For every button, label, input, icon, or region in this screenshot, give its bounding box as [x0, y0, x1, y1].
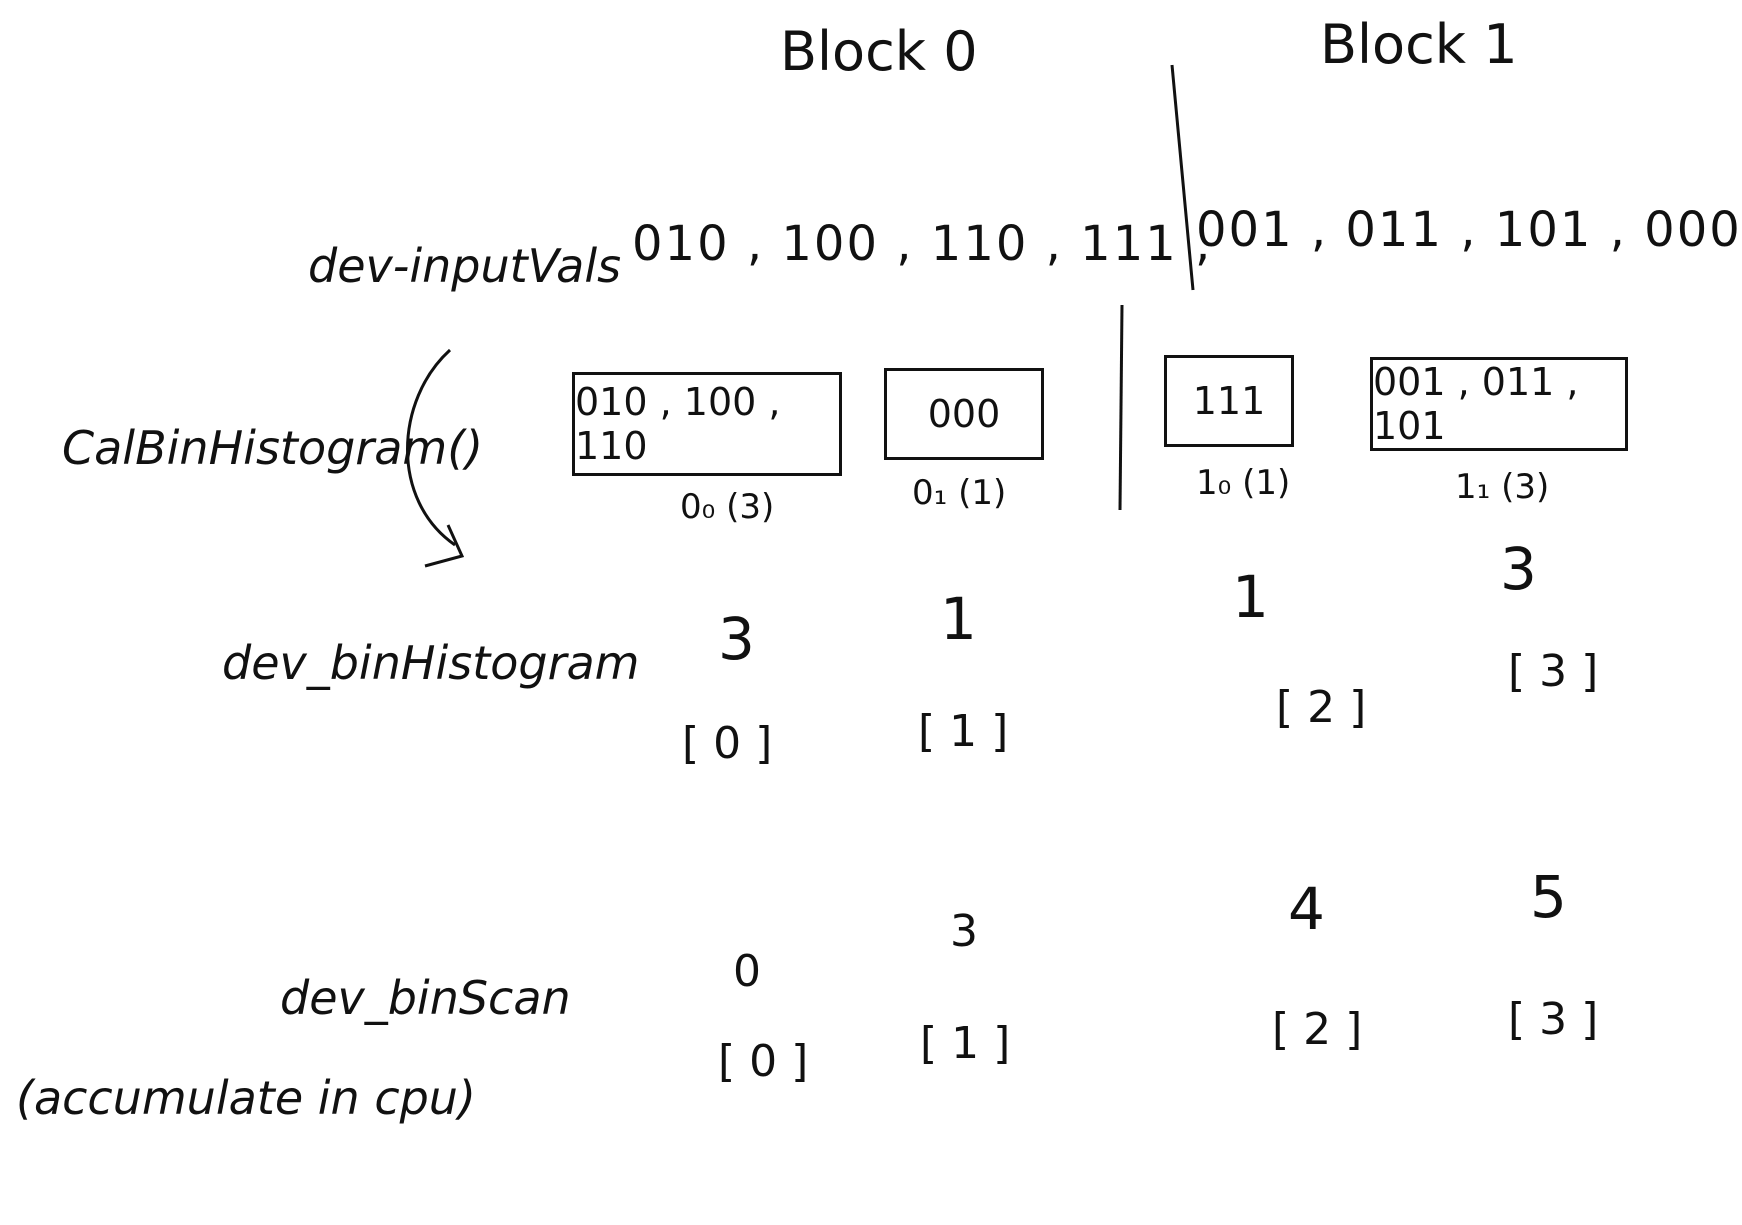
scan-value-3: 5 [1530, 863, 1567, 931]
bin-label-3: 1₁ (3) [1455, 467, 1550, 507]
cal-bin-arrow [406, 348, 456, 547]
cal-bin-arrow-head [424, 524, 465, 568]
bin-box-2-contents: 111 [1192, 379, 1266, 423]
bin-box-1: 000 [884, 368, 1044, 460]
histogram-value-1: 1 [940, 585, 977, 653]
input-values-block-0: 010 , 100 , 110 , 111 , [632, 216, 1213, 272]
bin-scan-note: (accumulate in cpu) [16, 1071, 476, 1125]
scan-value-0: 0 [733, 946, 761, 997]
bin-box-2: 111 [1164, 355, 1294, 447]
scan-index-3: [ 3 ] [1508, 994, 1599, 1045]
block-0-header: Block 0 [780, 20, 978, 83]
scan-value-2: 4 [1288, 875, 1325, 943]
scan-value-1: 3 [950, 906, 978, 957]
histogram-value-0: 3 [718, 605, 755, 673]
scan-index-0: [ 0 ] [718, 1036, 809, 1087]
input-values-block-1: 001 , 011 , 101 , 000 [1196, 202, 1742, 258]
cal-bin-histogram-label: CalBinHistogram() [62, 421, 484, 475]
scan-index-1: [ 1 ] [920, 1018, 1011, 1069]
bin-histogram-label: dev_binHistogram [222, 636, 640, 690]
bin-label-2: 1₀ (1) [1196, 463, 1291, 503]
histogram-value-3: 3 [1500, 535, 1537, 603]
bin-label-1: 0₁ (1) [912, 473, 1007, 513]
block-1-header: Block 1 [1320, 13, 1518, 76]
histogram-value-2: 1 [1232, 563, 1269, 631]
histogram-index-3: [ 3 ] [1508, 646, 1599, 697]
bin-box-3-contents: 001 , 011 , 101 [1373, 360, 1579, 448]
diagram-strokes [406, 64, 1195, 568]
bin-box-0-contents: 010 , 100 , 110 [575, 380, 781, 468]
block-divider-top [1170, 64, 1195, 291]
histogram-index-0: [ 0 ] [682, 718, 773, 769]
bin-scan-label: dev_binScan [280, 971, 571, 1025]
input-vals-label: dev-inputVals [308, 239, 622, 293]
histogram-index-1: [ 1 ] [918, 706, 1009, 757]
block-divider-middle [1118, 304, 1124, 511]
bin-box-3: 001 , 011 , 101 [1370, 357, 1628, 451]
bin-label-0: 0₀ (3) [680, 487, 775, 527]
bin-box-1-contents: 000 [927, 392, 1001, 436]
histogram-index-2: [ 2 ] [1276, 682, 1367, 733]
scan-index-2: [ 2 ] [1272, 1004, 1363, 1055]
bin-box-0: 010 , 100 , 110 [572, 372, 842, 476]
